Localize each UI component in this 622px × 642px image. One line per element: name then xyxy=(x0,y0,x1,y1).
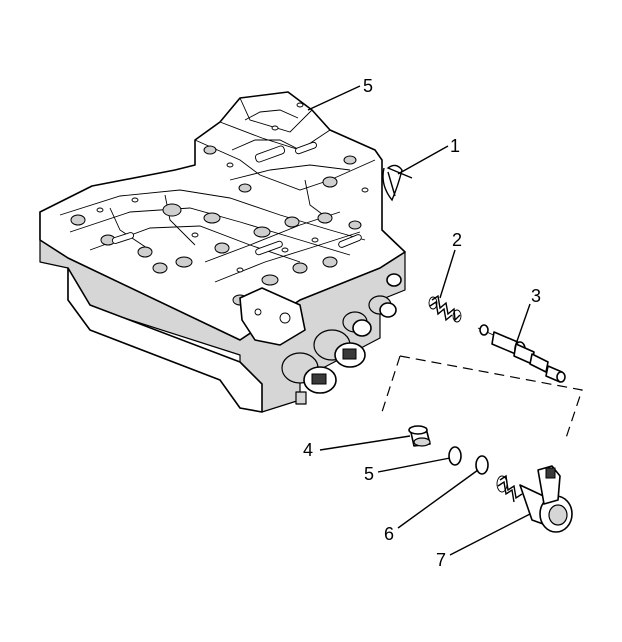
leader-3 xyxy=(515,303,531,345)
leader-4 xyxy=(319,435,411,451)
solenoid-bracket xyxy=(239,287,306,346)
leader-7 xyxy=(449,513,531,556)
callout-1: 1 xyxy=(450,136,460,156)
callout-5-bottom: 5 xyxy=(364,464,374,484)
leader-2 xyxy=(439,249,456,299)
leader-1 xyxy=(397,145,449,175)
leader-6 xyxy=(397,469,479,529)
valve-bore-plug xyxy=(386,273,402,287)
o-ring-part-5 xyxy=(448,446,462,466)
retaining-clip-part-1 xyxy=(382,164,413,202)
solenoid-part-7 xyxy=(496,465,573,533)
callout-6: 6 xyxy=(384,524,394,544)
upper-section-outline xyxy=(194,139,376,191)
leader-5-top xyxy=(307,85,361,111)
bore-plug-part-4 xyxy=(408,425,431,447)
solenoid-front-right xyxy=(313,329,366,368)
callout-2: 2 xyxy=(452,230,462,250)
callout-3: 3 xyxy=(531,286,541,306)
solenoid-front-left xyxy=(281,352,337,394)
leader-lines xyxy=(307,85,531,556)
callout-7: 7 xyxy=(436,550,446,570)
o-ring-part-6 xyxy=(475,455,489,475)
spring-part-2 xyxy=(428,294,462,323)
callout-labels: 5 1 2 3 4 5 6 7 xyxy=(303,76,541,570)
solenoid-side-1 xyxy=(342,311,372,337)
valve-body-assembly xyxy=(39,91,406,413)
leader-5-bottom xyxy=(377,457,451,473)
connector-tab xyxy=(295,391,307,405)
callout-5-top: 5 xyxy=(363,76,373,96)
valve-body-base-plate xyxy=(67,267,263,413)
valve-body-slots xyxy=(111,141,362,256)
solenoid-side-2 xyxy=(368,295,397,318)
valve-spool-part-3 xyxy=(477,324,566,383)
assembly-guide-dashed xyxy=(381,355,583,439)
callout-4: 4 xyxy=(303,440,313,460)
